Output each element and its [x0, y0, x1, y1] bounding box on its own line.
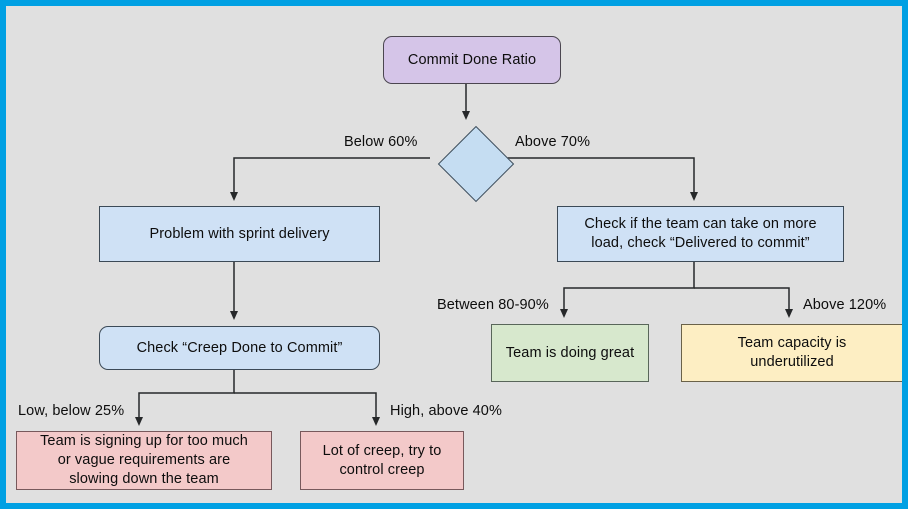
node-team-signing-up-for-too-much[interactable]: Team is signing up for too much or vague… [16, 431, 272, 490]
node-team-signing-up-for-too-much-label: Team is signing up for too much or vague… [40, 433, 248, 487]
edge-label-high-above-40: High, above 40% [390, 403, 502, 419]
node-problem-with-sprint-delivery[interactable]: Problem with sprint delivery [99, 206, 380, 262]
node-check-if-team-can-take-more-load-label: Check if the team can take on more load,… [584, 216, 817, 251]
edge-root-to-decision [462, 78, 470, 120]
edge-label-above-120: Above 120% [803, 297, 887, 313]
node-commit-done-ratio-label: Commit Done Ratio [407, 51, 537, 68]
edge-label-below-60: Below 60% [344, 134, 418, 150]
node-check-creep-done-to-commit[interactable]: Check “Creep Done to Commit” [99, 326, 380, 370]
node-problem-with-sprint-delivery-label: Problem with sprint delivery [149, 225, 330, 242]
node-team-capacity-is-underutilized[interactable]: Team capacity is underutilized [681, 324, 902, 382]
edge-decision-to-check-more-load [502, 157, 698, 201]
node-check-creep-done-to-commit-label: Check “Creep Done to Commit” [136, 339, 343, 356]
node-lot-of-creep[interactable]: Lot of creep, try to control creep [300, 431, 464, 490]
node-team-is-doing-great[interactable]: Team is doing great [491, 324, 649, 382]
edge-check-creep-split [135, 363, 380, 426]
edge-decision-to-problem-sprint [230, 157, 430, 201]
node-decision-diamond[interactable] [437, 125, 515, 203]
edge-label-above-70: Above 70% [515, 134, 591, 150]
edge-check-more-load-split [560, 256, 793, 318]
edge-label-low-below-25: Low, below 25% [18, 403, 125, 419]
node-commit-done-ratio[interactable]: Commit Done Ratio [383, 36, 561, 84]
edge-label-between-80-90: Between 80-90% [437, 297, 549, 313]
node-lot-of-creep-label: Lot of creep, try to control creep [322, 442, 442, 478]
node-team-capacity-is-underutilized-label: Team capacity is underutilized [737, 335, 847, 370]
node-team-is-doing-great-label: Team is doing great [505, 344, 635, 361]
edge-problem-sprint-to-check-creep [230, 256, 238, 320]
node-check-if-team-can-take-more-load[interactable]: Check if the team can take on more load,… [557, 206, 844, 262]
